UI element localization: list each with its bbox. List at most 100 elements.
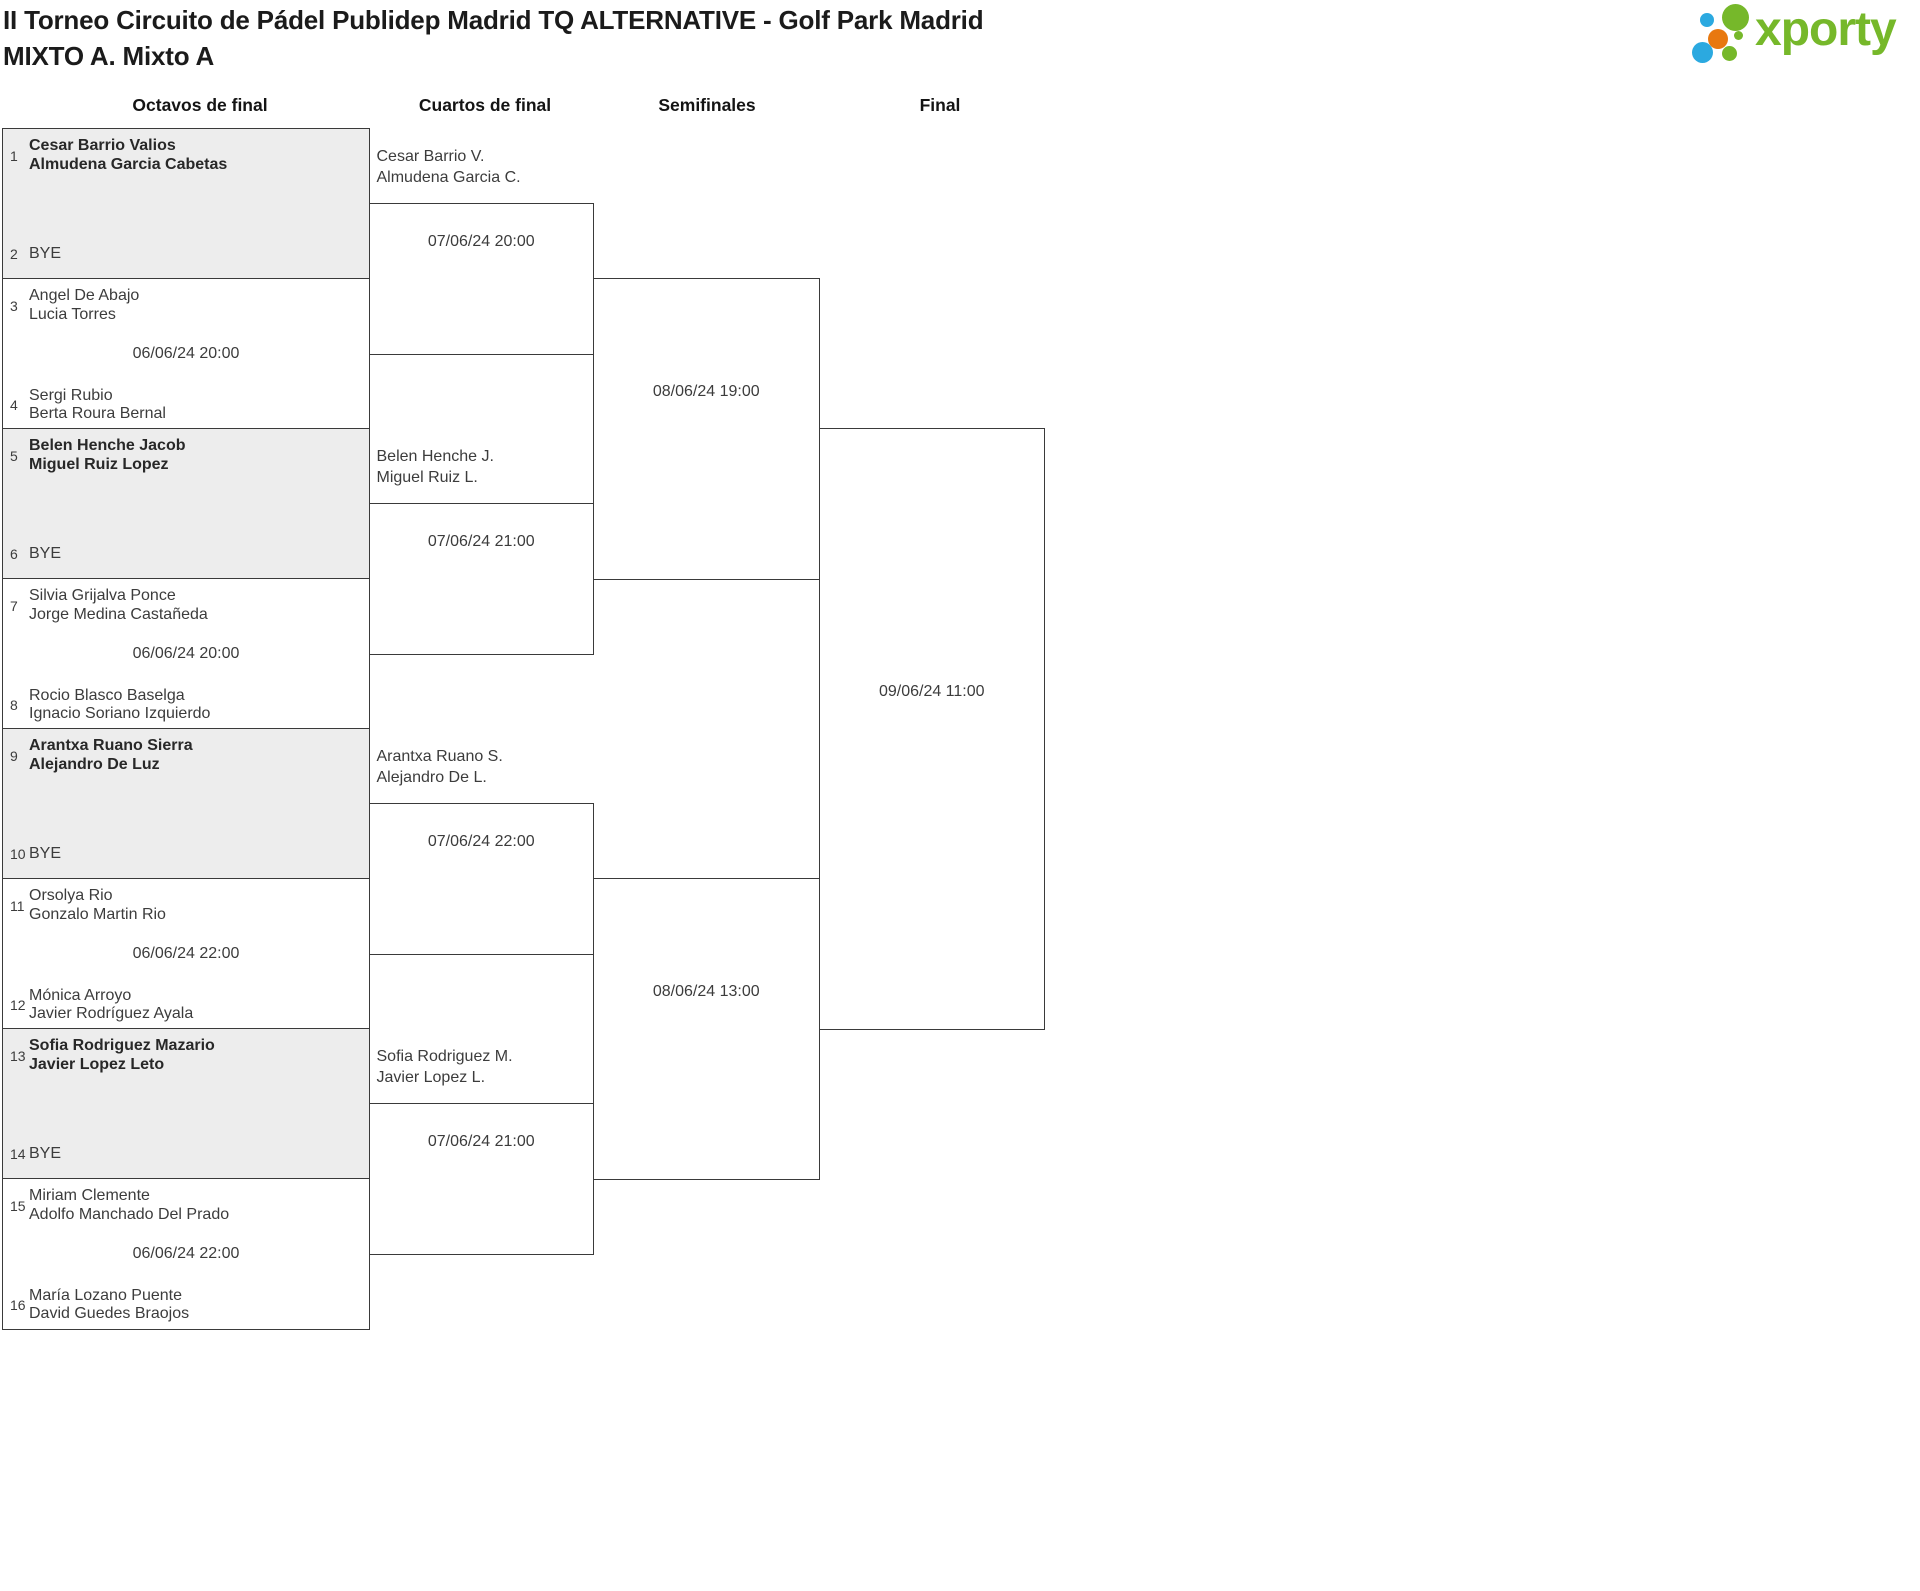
xporty-logo: xporty: [1690, 0, 1915, 72]
match-datetime: 08/06/24 19:00: [652, 382, 760, 400]
match-datetime: 06/06/24 20:00: [132, 344, 240, 362]
player-name: Belen Henche Jacob: [29, 437, 186, 454]
player-name: Sergi Rubio: [29, 386, 113, 404]
pair-entry: 6 BYE: [3, 545, 369, 564]
pair-names: BYE: [29, 245, 369, 264]
round-header-1: Octavos de final: [132, 95, 268, 115]
player-name: Ignacio Soriano Izquierdo: [29, 705, 211, 722]
player-name: BYE: [29, 1145, 62, 1162]
seed-number: 3: [10, 297, 18, 314]
pair-names: BYE: [29, 845, 369, 864]
match-box-r2-1: 07/06/24 20:00: [368, 203, 594, 355]
seed-number: 7: [10, 597, 18, 614]
seed-number: 6: [10, 546, 18, 563]
logo-dot-orange: [1708, 29, 1728, 49]
player-name: Berta Roura Bernal: [29, 405, 166, 422]
player-name: Jorge Medina Castañeda: [29, 605, 208, 623]
player-name: BYE: [29, 545, 62, 562]
player-name: Arantxa Ruano Sierra: [29, 737, 193, 754]
match-datetime: 07/06/24 20:00: [427, 232, 535, 250]
player-name: Almudena Garcia Cabetas: [29, 155, 228, 173]
match-box-r3-2: 08/06/24 13:00: [592, 878, 820, 1180]
player-name: Rocio Blasco Baselga: [29, 686, 185, 704]
advancing-pair: Belen Henche J. Miguel Ruiz L.: [377, 446, 494, 488]
seed-number: 12: [10, 997, 26, 1013]
player-name: BYE: [29, 245, 62, 262]
player-name: Almudena Garcia C.: [376, 169, 521, 186]
player-name: Silvia Grijalva Ponce: [29, 587, 176, 604]
round-header-2: Cuartos de final: [418, 95, 552, 115]
player-name: Lucia Torres: [29, 305, 116, 323]
player-name: María Lozano Puente: [29, 1286, 182, 1304]
match-box-r2-2: 07/06/24 21:00: [368, 503, 594, 655]
match-datetime: 09/06/24 11:00: [878, 682, 985, 700]
advancing-pair: Cesar Barrio V. Almudena Garcia C.: [377, 146, 521, 188]
pair-names: BYE: [29, 1145, 369, 1164]
tournament-title: II Torneo Circuito de Pádel Publidep Mad…: [3, 5, 984, 35]
advancing-pair: Sofia Rodriguez M.Javier Lopez L.: [377, 1046, 513, 1088]
player-name: Alejandro De L.: [376, 769, 487, 786]
match-box-r2-4: 07/06/24 21:00: [368, 1103, 594, 1255]
player-name: Javier Lopez L.: [376, 1069, 486, 1086]
seed-number: 10: [10, 846, 26, 863]
player-name: Mónica Arroyo: [29, 986, 132, 1004]
seed-number: 8: [10, 697, 18, 713]
seed-number: 2: [10, 246, 18, 263]
player-name: Cesar Barrio Valios: [29, 137, 176, 154]
player-name: David Guedes Braojos: [29, 1305, 190, 1322]
xporty-logo-text: xporty: [1755, 3, 1897, 56]
player-name: Javier Lopez Leto: [29, 1055, 165, 1073]
logo-dot-blue-big: [1692, 42, 1713, 63]
round-header-3: Semifinales: [658, 95, 756, 115]
seed-number: 9: [10, 747, 18, 764]
round-header-4: Final: [919, 95, 961, 115]
pair-entry: 2 BYE: [3, 245, 369, 264]
match-box-r2-3: 07/06/24 22:00: [368, 803, 594, 955]
seed-number: 1: [10, 147, 18, 164]
player-name: Javier Rodríguez Ayala: [29, 1005, 194, 1022]
player-name: Belen Henche J.: [376, 448, 494, 465]
match-datetime: 08/06/24 13:00: [652, 982, 760, 1000]
pair-names: BYE: [29, 545, 369, 564]
seed-number: 4: [10, 397, 18, 413]
match-datetime: 07/06/24 21:00: [427, 532, 535, 550]
player-name: Orsolya Rio: [29, 887, 113, 904]
match-datetime: 06/06/24 22:00: [132, 944, 240, 962]
seed-number: 16: [10, 1297, 26, 1313]
player-name: Miguel Ruiz Lopez: [29, 455, 169, 473]
match-datetime: 07/06/24 21:00: [427, 1132, 535, 1150]
seed-number: 11: [10, 897, 25, 914]
seed-number: 13: [10, 1047, 26, 1064]
seed-number: 14: [10, 1146, 26, 1163]
logo-dot-green-tiny: [1734, 31, 1743, 40]
match-box-r4-1: 09/06/24 11:00: [818, 428, 1045, 1030]
player-name: Miguel Ruiz L.: [376, 469, 478, 486]
logo-dot-green-big: [1722, 4, 1749, 31]
player-name: Cesar Barrio V.: [376, 148, 485, 165]
